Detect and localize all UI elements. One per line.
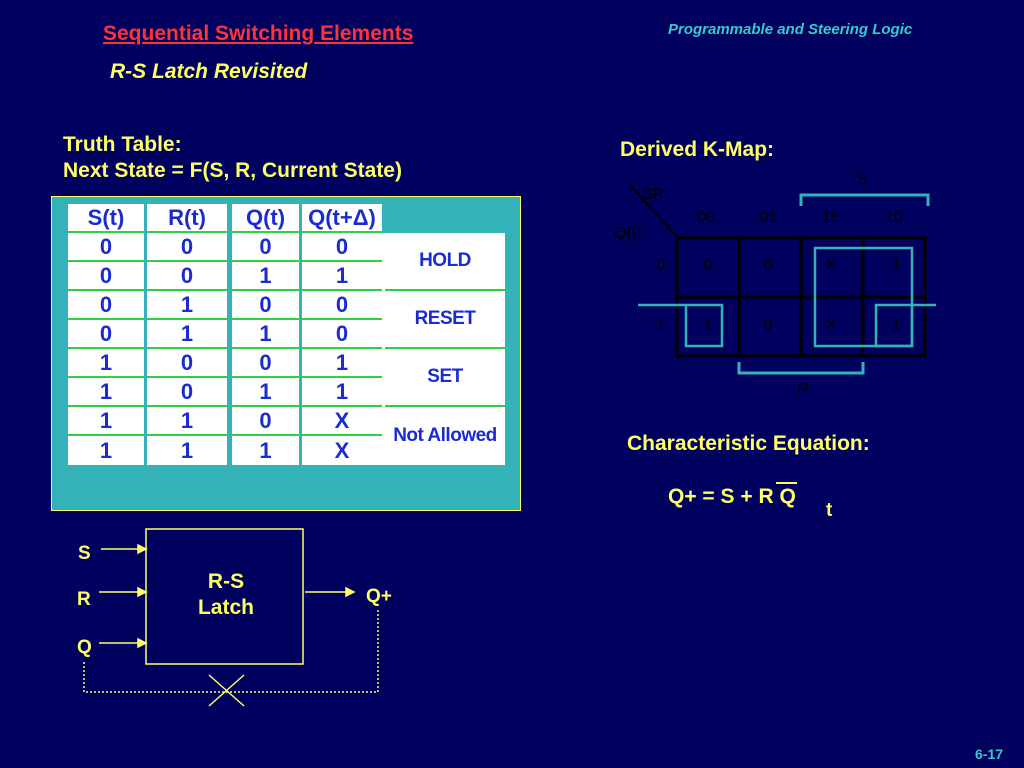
truth-table-cell: 1 bbox=[232, 262, 299, 291]
kmap-cell: 1 bbox=[892, 317, 901, 334]
truth-table-label: SET bbox=[385, 349, 505, 407]
truth-table-heading-line2: Next State = F(S, R, Current State) bbox=[63, 159, 402, 182]
truth-table-label: HOLD bbox=[385, 233, 505, 291]
kmap-col-label: 11 bbox=[822, 209, 839, 226]
page-number: 6-17 bbox=[975, 746, 1004, 762]
truth-table-cell: X bbox=[334, 437, 350, 463]
kmap-corner-diagonal bbox=[629, 184, 679, 239]
kmap-row-label: 0 bbox=[657, 257, 666, 274]
kmap-col-label: 01 bbox=[759, 209, 777, 226]
truth-table-cell: 0 bbox=[302, 320, 382, 349]
kmap-cell: X bbox=[826, 317, 837, 334]
truth-table-cell: 1 bbox=[147, 407, 227, 436]
truth-table-cell: 1 bbox=[259, 437, 272, 463]
truth-table-cell: 1 bbox=[99, 437, 113, 463]
truth-table-cell: 1 bbox=[68, 407, 144, 436]
truth-table-cell: 1 bbox=[232, 378, 299, 407]
kmap-cell: 0 bbox=[764, 257, 773, 274]
kmap-s-bracket bbox=[799, 193, 930, 206]
truth-table-cell: 0 bbox=[68, 291, 144, 320]
kmap-r-bracket bbox=[737, 362, 865, 375]
truth-table-cell: 0 bbox=[147, 378, 227, 407]
kmap-group-rq-right bbox=[874, 303, 936, 348]
truth-table-cell: 1 bbox=[147, 320, 227, 349]
kmap-row-label: 1 bbox=[657, 317, 666, 334]
truth-table-cell: 1 bbox=[302, 262, 382, 291]
kmap-r-label: R bbox=[797, 381, 809, 398]
truth-table-cell: 0 bbox=[68, 320, 144, 349]
truth-table-cell: 1 bbox=[232, 320, 299, 349]
truth-table-cell: 1 bbox=[147, 291, 227, 320]
slide-title: Sequential Switching Elements bbox=[103, 22, 414, 45]
kmap-col-label: 00 bbox=[697, 209, 715, 226]
truth-table-header-cell: R(t) bbox=[147, 204, 227, 233]
truth-table-cell: 1 bbox=[302, 349, 382, 378]
truth-table-label: Not Allowed bbox=[393, 425, 497, 446]
truth-table-cell: 1 bbox=[180, 437, 194, 463]
latch-input-q: Q bbox=[77, 637, 92, 658]
kmap-group-s bbox=[813, 246, 914, 348]
truth-table-cell: 0 bbox=[232, 407, 299, 436]
course-title: Programmable and Steering Logic bbox=[668, 21, 913, 38]
truth-table-cell: 0 bbox=[302, 233, 382, 262]
kmap-cell: 1 bbox=[704, 317, 713, 334]
kmap-cell: 0 bbox=[764, 317, 773, 334]
kmap-cell: X bbox=[826, 257, 837, 274]
truth-table-cell: 1 bbox=[68, 378, 144, 407]
kmap-col-label: 10 bbox=[885, 209, 903, 226]
truth-table-label: RESET bbox=[385, 291, 505, 349]
truth-table-label-connector bbox=[382, 233, 385, 465]
truth-table-cell: 0 bbox=[232, 291, 299, 320]
equation-subscript: t bbox=[826, 500, 833, 521]
latch-output-q-plus: Q+ bbox=[366, 586, 392, 607]
kmap-col-var: SR bbox=[642, 186, 664, 203]
slide-subtitle: R-S Latch Revisited bbox=[110, 60, 308, 83]
latch-feedback-loop bbox=[83, 610, 379, 693]
characteristic-equation: Q+ = S + R Q bbox=[668, 485, 796, 508]
truth-table-header-cell: S(t) bbox=[68, 204, 144, 233]
truth-table-cell: 1 bbox=[302, 378, 382, 407]
latch-arrows bbox=[99, 543, 356, 649]
kmap-cell: 1 bbox=[892, 257, 901, 274]
kmap-row-var: Q(t) bbox=[614, 225, 642, 242]
latch-input-s: S bbox=[78, 543, 91, 564]
truth-table-cell: 0 bbox=[147, 262, 227, 291]
kmap-group-rq-left bbox=[638, 303, 724, 348]
truth-table-cell: 0 bbox=[147, 233, 227, 262]
latch-input-r: R bbox=[77, 589, 91, 610]
truth-table-heading: Truth Table: Next State = F(S, R, Curren… bbox=[63, 132, 402, 184]
kmap-heading: Derived K-Map: bbox=[620, 138, 775, 161]
latch-name-line2: Latch bbox=[198, 596, 254, 619]
truth-table-cell: 0 bbox=[147, 349, 227, 378]
truth-table-cell: 0 bbox=[232, 233, 299, 262]
truth-table-cell: 0 bbox=[68, 262, 144, 291]
truth-table-heading-line1: Truth Table: bbox=[63, 133, 182, 156]
r-bar-overline bbox=[776, 482, 797, 484]
truth-table-cell: 0 bbox=[68, 233, 144, 262]
latch-name-line1: R-S bbox=[208, 570, 244, 593]
kmap-s-label: S bbox=[857, 171, 868, 188]
feedback-cross-icon bbox=[208, 674, 245, 707]
truth-table-cell: 0 bbox=[302, 291, 382, 320]
truth-table-cell: 1 bbox=[68, 349, 144, 378]
kmap-grid bbox=[675, 236, 927, 358]
truth-table-header-cell: Q(t) bbox=[232, 204, 299, 233]
latch-block bbox=[145, 528, 304, 665]
truth-table-cell: 0 bbox=[232, 349, 299, 378]
truth-table-cell: X bbox=[302, 407, 382, 436]
truth-table-header-cell: Q(t+Δ) bbox=[302, 204, 382, 233]
kmap-cell: 0 bbox=[704, 257, 713, 274]
characteristic-heading: Characteristic Equation: bbox=[627, 432, 870, 455]
